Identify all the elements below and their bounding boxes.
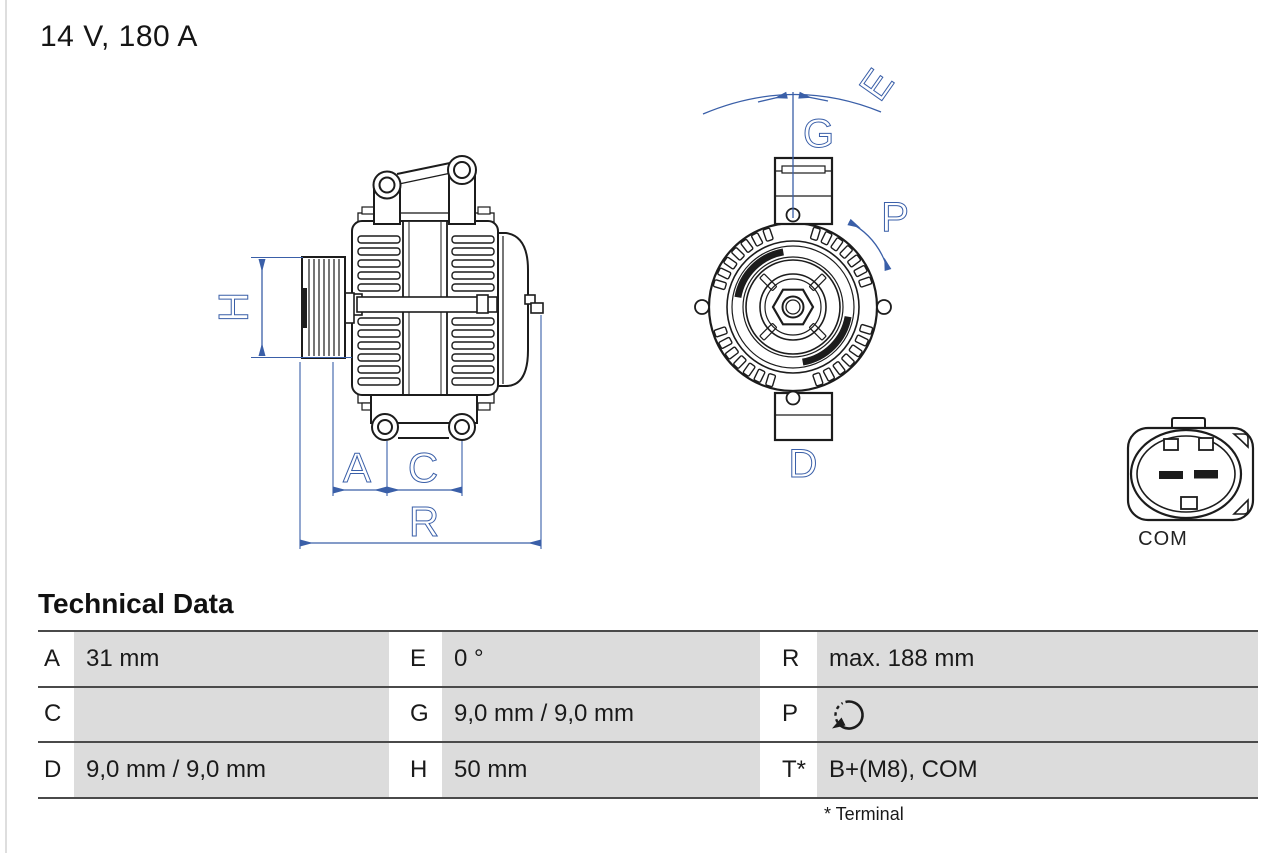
fan-segment bbox=[801, 315, 852, 366]
cooling-fins bbox=[357, 235, 495, 386]
spec-value-h: 50 mm bbox=[442, 743, 760, 797]
rotation-direction-icon bbox=[832, 700, 864, 731]
spec-value-a: 31 mm bbox=[74, 632, 389, 686]
clamp-tab bbox=[477, 402, 491, 411]
fan-segment bbox=[734, 248, 785, 299]
dim-arc-P bbox=[847, 218, 892, 272]
dim-label-e: E bbox=[851, 61, 902, 108]
spec-value-r: max. 188 mm bbox=[817, 632, 1258, 686]
through-bolt bbox=[356, 296, 498, 313]
dim-label-d: D bbox=[789, 442, 818, 486]
connector-top-tab bbox=[1171, 417, 1206, 429]
dim-label-a: A bbox=[343, 444, 371, 491]
dim-label-p: P bbox=[881, 193, 909, 240]
dim-label-g: G bbox=[803, 112, 834, 156]
product-spec-title: 14 V, 180 A bbox=[40, 20, 198, 53]
spec-value-g: 9,0 mm / 9,0 mm bbox=[442, 687, 760, 741]
technical-data-table: A 31 mm E 0 ° R max. 188 mm C G 9,0 mm /… bbox=[38, 630, 1258, 799]
alternator-technical-drawing: H A C R bbox=[210, 61, 1255, 550]
connector-view: COM bbox=[1126, 417, 1255, 550]
connector-label: COM bbox=[1138, 528, 1188, 550]
technical-data-section: Technical Data A 31 mm E 0 ° R max. 188 … bbox=[38, 588, 1258, 825]
terminal-footnote: * Terminal bbox=[824, 803, 904, 824]
front-view-dimensions: E G P D bbox=[702, 61, 910, 487]
side-ear bbox=[876, 299, 892, 315]
rear-cover bbox=[497, 232, 529, 387]
spec-label-p: P bbox=[782, 700, 799, 728]
side-view bbox=[301, 155, 544, 441]
dim-label-h: H bbox=[210, 292, 257, 322]
table-row: A 31 mm E 0 ° R max. 188 mm bbox=[38, 632, 1258, 688]
bottom-lug bbox=[773, 391, 834, 442]
table-row: C G 9,0 mm / 9,0 mm P bbox=[38, 687, 1258, 743]
page-edge-line bbox=[5, 0, 7, 853]
spec-label-e: E bbox=[410, 644, 427, 672]
spec-value-e: 0 ° bbox=[442, 632, 760, 686]
dim-label-c: C bbox=[408, 444, 438, 491]
spec-label-t: T* bbox=[782, 755, 806, 783]
side-view-dimensions: H A C R bbox=[210, 256, 542, 549]
bplus-terminal bbox=[524, 294, 536, 305]
clamp-tab bbox=[477, 206, 491, 215]
front-view bbox=[694, 156, 892, 442]
dim-label-r: R bbox=[409, 498, 439, 545]
spec-value-t: B+(M8), COM bbox=[817, 743, 1258, 797]
connector-pin bbox=[1159, 471, 1183, 479]
spec-label-r: R bbox=[782, 644, 800, 672]
spec-label-c: C bbox=[44, 700, 62, 728]
dim-arc-E bbox=[702, 93, 882, 115]
spec-label-g: G bbox=[410, 700, 429, 728]
spec-value-c bbox=[74, 687, 389, 741]
spec-label-d: D bbox=[44, 755, 62, 783]
connector-pin bbox=[1194, 470, 1218, 479]
spec-value-p bbox=[817, 687, 1258, 741]
table-row: D 9,0 mm / 9,0 mm H 50 mm T* B+(M8), COM bbox=[38, 743, 1258, 799]
spec-label-h: H bbox=[410, 755, 428, 783]
clamp-tab bbox=[361, 206, 375, 215]
spec-value-d: 9,0 mm / 9,0 mm bbox=[74, 743, 389, 797]
side-ear bbox=[694, 299, 710, 315]
spec-label-a: A bbox=[44, 644, 61, 672]
connector-bottom-tab bbox=[1180, 496, 1198, 510]
technical-data-heading: Technical Data bbox=[38, 588, 234, 619]
